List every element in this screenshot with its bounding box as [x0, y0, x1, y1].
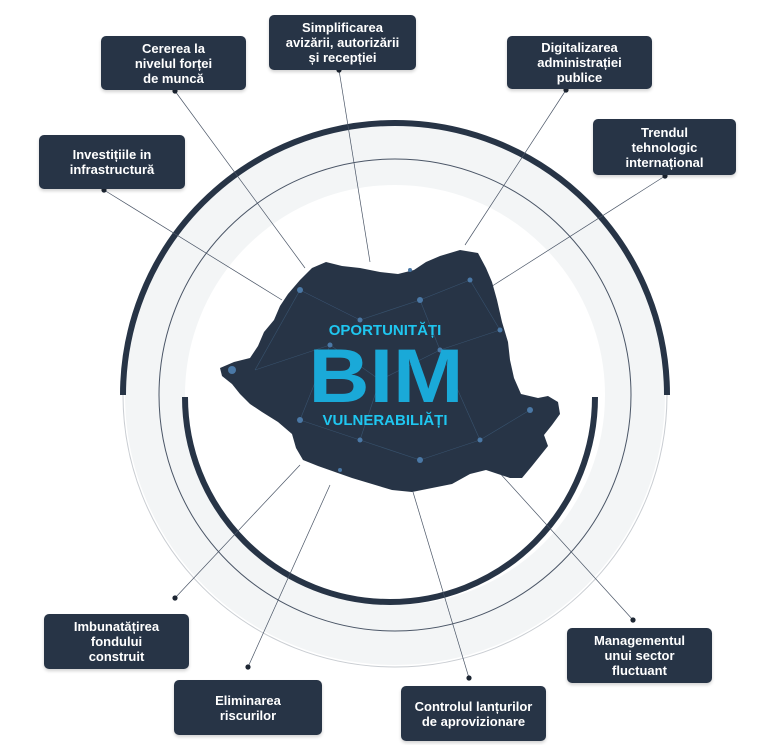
bottom-thick-arc: [182, 396, 598, 605]
inner-thin-ring: [158, 158, 632, 632]
factor-box-trendul: Trendul tehnologic internațional: [593, 119, 736, 175]
top-thick-arc: [120, 120, 670, 396]
center-top-label: OPORTUNITĂȚI: [329, 322, 442, 339]
factor-box-cererea: Cererea la nivelul forței de muncă: [101, 36, 246, 90]
factor-box-imbunatatirea: Imbunatățirea fondului construit: [44, 614, 189, 669]
factor-box-investitii: Investițiile in infrastructură: [39, 135, 185, 189]
romania-map: [220, 250, 560, 492]
outer-ring-band: [125, 125, 665, 665]
factor-box-managementul: Managementul unui sector fluctuant: [567, 628, 712, 683]
center-bottom-label: VULNERABILIĂȚI: [323, 412, 448, 429]
connector-lines: [103, 69, 666, 679]
factor-box-controlul: Controlul lanțurilor de aprovizionare: [401, 686, 546, 741]
factor-box-eliminarea: Eliminarea riscurilor: [174, 680, 322, 735]
network-lines: [254, 279, 531, 461]
center-main-label: BIM: [309, 334, 464, 419]
factor-box-digitalizarea: Digitalizarea administrației publice: [507, 36, 652, 89]
network-nodes: [228, 268, 533, 472]
factor-box-simplificarea: Simplificarea avizării, autorizării și r…: [269, 15, 416, 70]
